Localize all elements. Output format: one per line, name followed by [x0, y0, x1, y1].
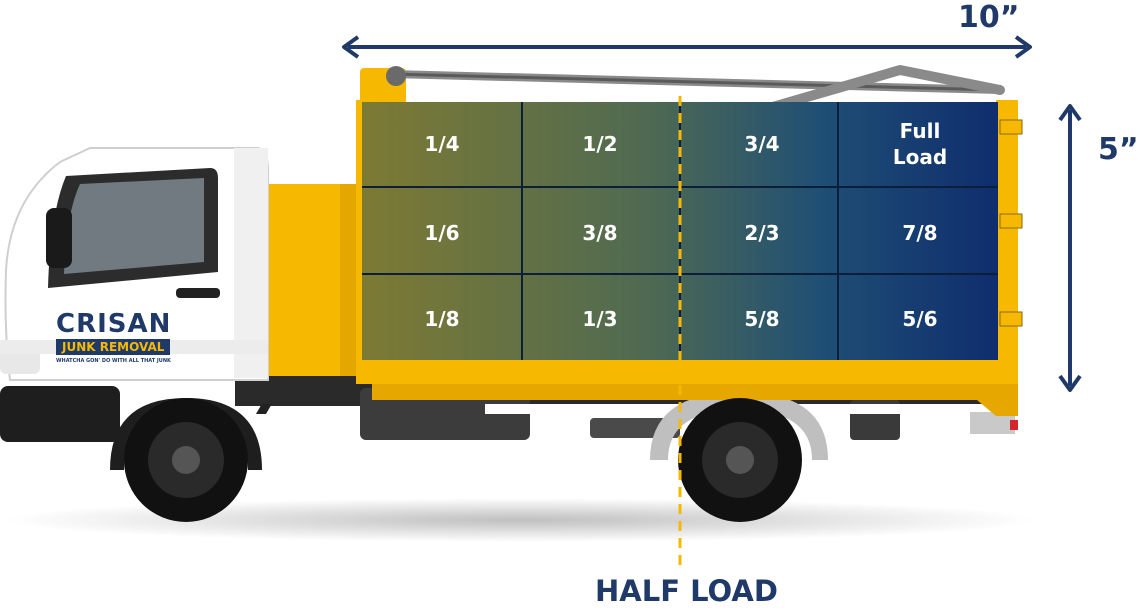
- rear-wheel: [678, 398, 802, 522]
- brand-logo: CRISAN JUNK REMOVAL WHATCHA GON' DO WITH…: [56, 310, 206, 364]
- height-label: 5”: [1098, 132, 1139, 167]
- load-cell-label: 5/8: [744, 307, 780, 331]
- load-cell-label: 1/8: [424, 307, 460, 331]
- rear-fender: [650, 392, 828, 460]
- ground-shadow: [0, 498, 1040, 542]
- load-cell-label: 1/4: [424, 132, 460, 156]
- load-cell-label: 5/6: [902, 307, 938, 331]
- load-cell-label: 7/8: [902, 221, 938, 245]
- load-cell-label: 1/3: [582, 307, 618, 331]
- brand-subtitle: JUNK REMOVAL: [56, 339, 171, 355]
- front-wheel: [124, 398, 248, 522]
- load-cell-label: 2/3: [744, 221, 780, 245]
- load-cell-label: 1/6: [424, 221, 460, 245]
- door-handle: [176, 288, 220, 298]
- headlight: [0, 350, 40, 374]
- load-cell-label: Full Load: [892, 119, 948, 169]
- brand-name: CRISAN: [56, 309, 172, 339]
- brand-tagline: WHATCHA GON' DO WITH ALL THAT JUNK: [56, 358, 171, 364]
- side-mirror: [46, 208, 72, 268]
- load-cell-label: 3/8: [582, 221, 618, 245]
- length-label: 10”: [958, 0, 1020, 35]
- load-cell-label: 3/4: [744, 132, 780, 156]
- load-cell-label: 1/2: [582, 132, 618, 156]
- truck-cab: [0, 147, 269, 442]
- front-bumper: [0, 386, 120, 442]
- length-arrow: [342, 35, 1032, 59]
- half-load-label: HALF LOAD: [595, 574, 778, 608]
- height-arrow: [1058, 104, 1082, 392]
